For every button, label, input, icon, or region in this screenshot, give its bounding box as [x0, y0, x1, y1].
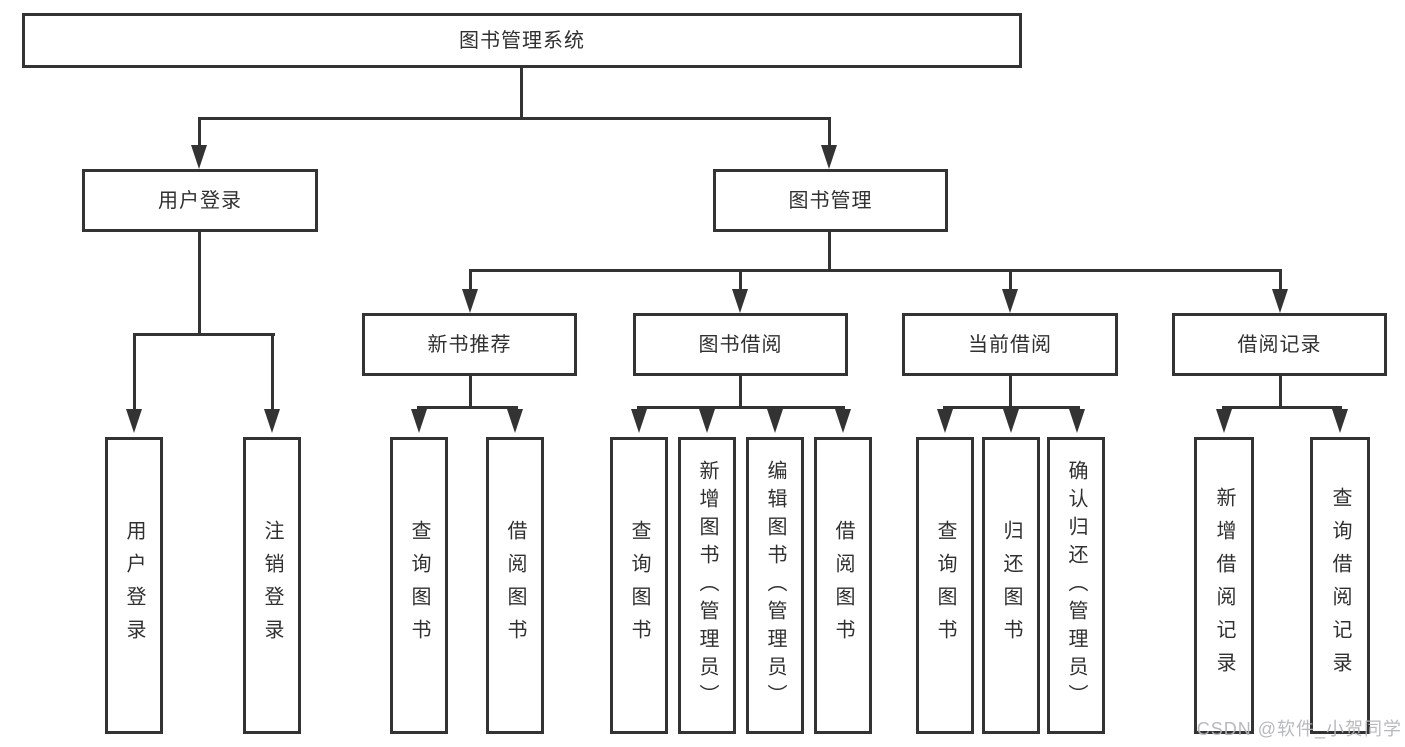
node-library-management-system: 图书管理系统: [22, 13, 1022, 68]
arrowhead-down: [411, 409, 427, 433]
csdn-watermark: CSDN @软件_小贺同学: [1196, 719, 1402, 739]
connector-vline: [469, 272, 472, 289]
arrowhead-down: [1069, 409, 1085, 433]
connector-vline: [828, 232, 831, 272]
connector-vline: [198, 232, 201, 336]
arrowhead-down: [767, 409, 783, 433]
connector-vline: [1009, 376, 1012, 409]
connector-vline: [133, 336, 136, 411]
node-bb-add-books-admin: 新增图书（管理员）: [678, 437, 736, 734]
node-cb-return-books: 归还图书: [982, 437, 1040, 734]
node-bb-edit-books-admin: 编辑图书（管理员）: [746, 437, 804, 734]
arrowhead-down: [264, 409, 280, 433]
arrowhead-down: [821, 145, 837, 169]
arrowhead-down: [1216, 409, 1232, 433]
arrowhead-down: [699, 409, 715, 433]
connector-hline: [469, 269, 1282, 272]
arrowhead-down: [1002, 289, 1018, 313]
node-user-login-action: 用户登录: [105, 437, 163, 734]
connector-hline: [417, 406, 518, 409]
node-bb-query-books: 查询图书: [610, 437, 668, 734]
connector-hline: [943, 406, 1080, 409]
arrowhead-down: [1272, 289, 1288, 313]
arrowhead-down: [631, 409, 647, 433]
connector-vline: [1009, 272, 1012, 289]
node-nb-borrow-books: 借阅图书: [486, 437, 544, 734]
connector-hline: [637, 406, 845, 409]
connector-hline: [133, 333, 275, 336]
node-borrow-record: 借阅记录: [1172, 313, 1387, 376]
arrowhead-down: [937, 409, 953, 433]
node-cb-confirm-return-admin: 确认归还（管理员）: [1047, 437, 1105, 734]
node-br-query-borrow-record: 查询借阅记录: [1310, 437, 1370, 734]
connector-vline: [739, 376, 742, 409]
arrowhead-down: [1003, 409, 1019, 433]
arrowhead-down: [732, 289, 748, 313]
node-nb-query-books: 查询图书: [390, 437, 448, 734]
arrowhead-down: [835, 409, 851, 433]
node-cb-query-books: 查询图书: [916, 437, 974, 734]
arrowhead-down: [1332, 409, 1348, 433]
connector-vline: [198, 120, 201, 147]
connector-vline: [739, 272, 742, 289]
connector-vline: [469, 376, 472, 409]
node-new-book-recommend: 新书推荐: [362, 313, 577, 376]
arrowhead-down: [462, 289, 478, 313]
node-logout-action: 注销登录: [243, 437, 301, 734]
node-current-borrow: 当前借阅: [902, 313, 1118, 376]
arrowhead-down: [126, 409, 142, 433]
node-book-borrow: 图书借阅: [633, 313, 848, 376]
node-user-login: 用户登录: [82, 169, 318, 232]
connector-vline: [828, 120, 831, 147]
node-bb-borrow-books: 借阅图书: [814, 437, 872, 734]
connector-hline: [198, 117, 831, 120]
connector-vline: [520, 68, 523, 120]
node-book-management: 图书管理: [713, 169, 948, 232]
connector-hline: [1222, 406, 1342, 409]
connector-vline: [271, 336, 274, 411]
connector-vline: [1279, 272, 1282, 289]
arrowhead-down: [191, 145, 207, 169]
arrowhead-down: [507, 409, 523, 433]
node-br-add-borrow-record: 新增借阅记录: [1194, 437, 1254, 734]
connector-vline: [1279, 376, 1282, 409]
